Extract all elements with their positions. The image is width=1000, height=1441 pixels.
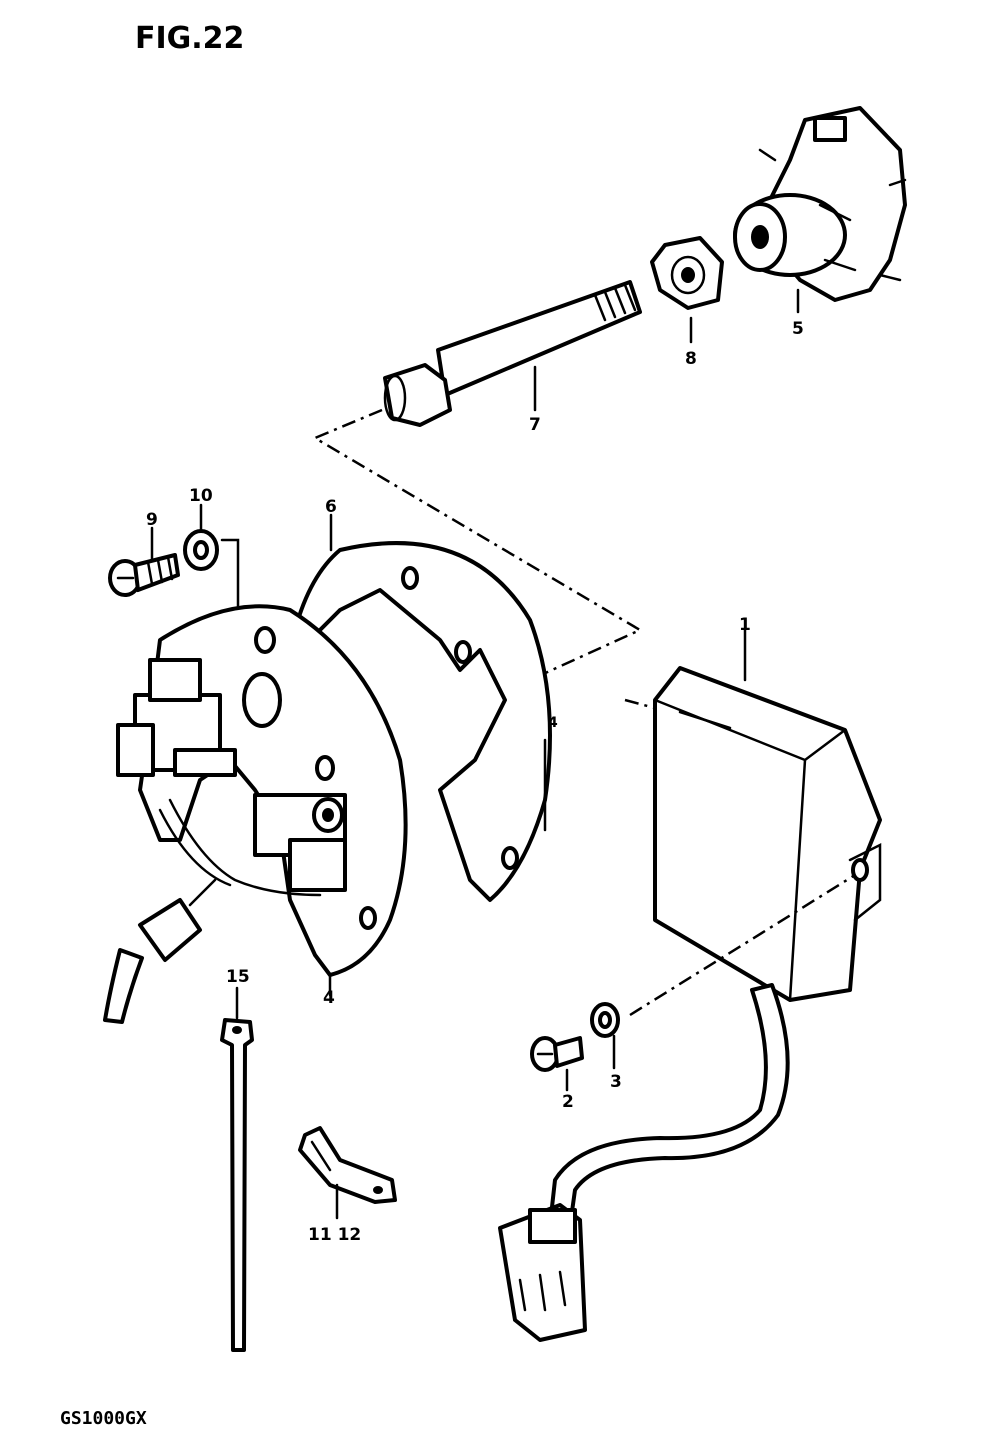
part-11-12-clamp [298, 1126, 397, 1204]
part-1-control-unit [653, 666, 882, 1002]
assembly-dash-line-bolt [312, 408, 643, 682]
figure-title: FIG.22 [135, 21, 244, 56]
callout-6: 6 [325, 497, 337, 517]
callout-11-12: 11 12 [308, 1225, 361, 1245]
callout-2: 2 [562, 1092, 574, 1112]
part-8-nut [650, 236, 724, 310]
callout-7: 7 [529, 415, 541, 435]
part-15-cable-tie [220, 1018, 254, 1352]
part-9-screw [108, 553, 180, 597]
part-5-signal-rotor [733, 106, 907, 302]
callout-15: 15 [226, 967, 250, 987]
callout-10: 10 [189, 486, 213, 506]
part-2-screw [530, 1036, 584, 1072]
callout-9: 9 [146, 510, 158, 530]
part-3-washer [590, 1002, 620, 1038]
part-10-washer [183, 529, 219, 571]
assembly-dash-line-plate [624, 698, 656, 710]
control-unit-harness [498, 983, 790, 1342]
part-7-bolt [383, 280, 642, 427]
callout-3: 3 [610, 1072, 622, 1092]
callout-1: 1 [739, 615, 751, 635]
callout-5: 5 [792, 319, 804, 339]
callout-4-plate: 4 [323, 988, 335, 1008]
leader-lines [150, 288, 800, 1220]
callout-8: 8 [685, 349, 697, 369]
model-code: GS1000GX [60, 1408, 147, 1429]
callout-4-insulator: 4 [548, 715, 558, 731]
part-4-generator-plate [103, 604, 408, 1024]
